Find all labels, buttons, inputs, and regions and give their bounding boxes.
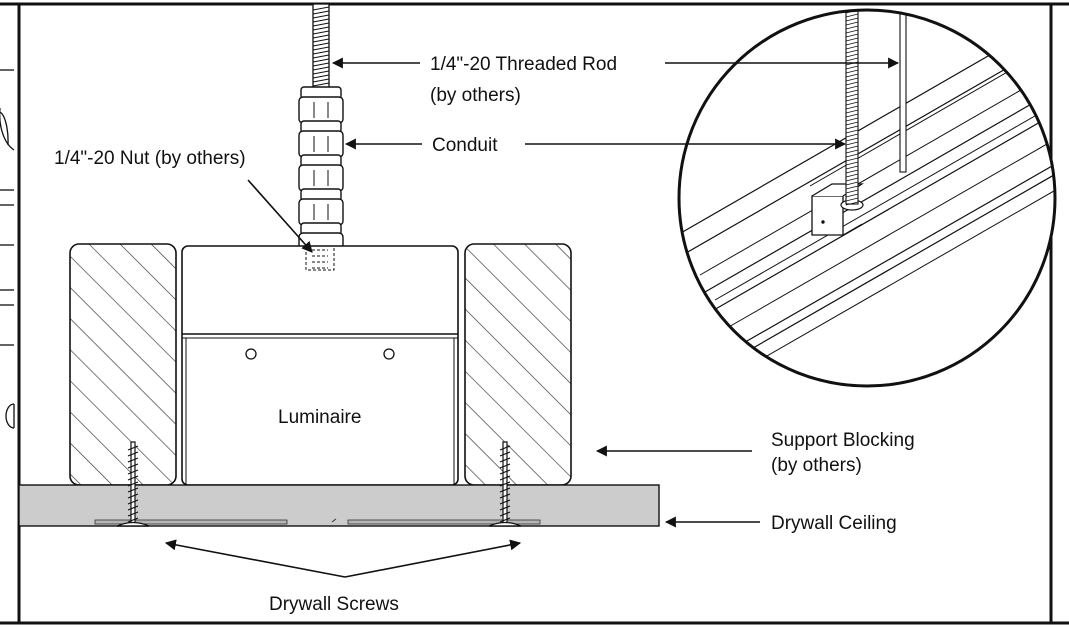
labels: 1/4"-20 Threaded Rod (by others) Conduit… xyxy=(54,54,915,615)
label-support-blocking: Support Blocking xyxy=(771,430,915,451)
leader-screws-right xyxy=(344,539,522,578)
label-threaded-rod: 1/4"-20 Threaded Rod xyxy=(430,54,617,75)
support-blocking-left xyxy=(69,243,177,486)
drywall-screw-right xyxy=(488,441,522,527)
threaded-rod xyxy=(312,3,330,91)
label-drywall-screws: Drywall Screws xyxy=(269,594,399,615)
support-blocking-right xyxy=(464,243,572,486)
label-drywall-ceiling: Drywall Ceiling xyxy=(771,513,897,534)
adjacent-panel-fragment xyxy=(0,69,15,429)
mounting-hole-right xyxy=(383,348,395,360)
label-nut: 1/4"-20 Nut (by others) xyxy=(54,148,246,169)
leader-screws-left xyxy=(164,539,346,578)
mounting-hole-left xyxy=(245,348,257,360)
nut xyxy=(305,245,335,271)
label-support-blocking-by-others: (by others) xyxy=(771,455,862,476)
leader-lines xyxy=(164,57,900,578)
leader-nut xyxy=(247,179,313,253)
luminaire xyxy=(181,245,459,486)
conduit xyxy=(298,86,344,252)
label-threaded-rod-by-others: (by others) xyxy=(430,85,521,106)
support-blocking xyxy=(69,243,572,486)
label-conduit: Conduit xyxy=(432,135,498,156)
drywall-screw-left xyxy=(116,441,150,527)
label-luminaire: Luminaire xyxy=(278,407,361,428)
drywall-ceiling xyxy=(18,484,660,527)
